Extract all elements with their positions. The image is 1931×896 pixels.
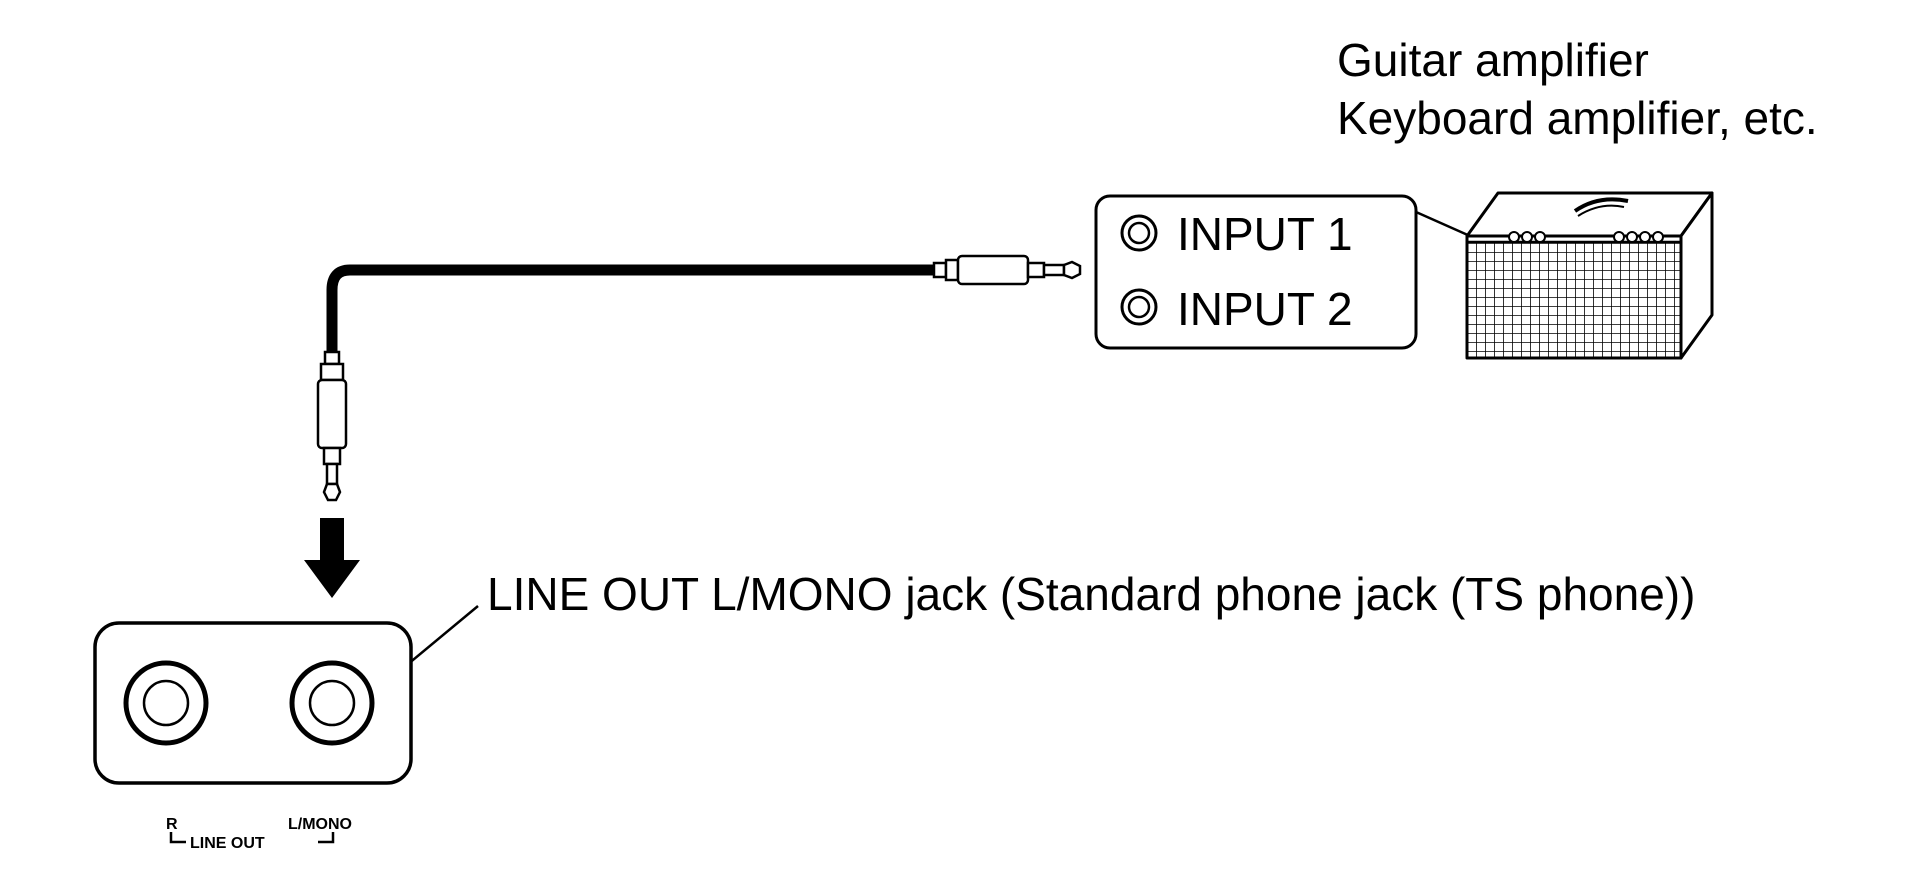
input-2-jack-icon: [1120, 288, 1158, 326]
input-1-jack-icon: [1120, 214, 1158, 252]
line-out-callout-label: LINE OUT L/MONO jack (Standard phone jac…: [487, 568, 1695, 620]
jack-r-label: R: [166, 816, 178, 833]
input-1-label: INPUT 1: [1177, 208, 1353, 260]
phone-plug-amplifier-end: [932, 254, 1082, 286]
amplifier-label-line2: Keyboard amplifier, etc.: [1337, 92, 1818, 144]
phone-plug-line-out-end: [316, 350, 348, 502]
line-out-l-mono-jack-icon: [289, 660, 375, 746]
amplifier-icon: [1465, 191, 1714, 360]
amplifier-label-line1: Guitar amplifier: [1337, 34, 1649, 86]
line-out-group-bracket: [169, 832, 335, 844]
line-out-r-jack-icon: [123, 660, 209, 746]
input-leader-line: [1415, 210, 1471, 238]
line-out-group-label: LINE OUT: [190, 835, 265, 852]
line-out-panel: [93, 621, 413, 785]
input-2-label: INPUT 2: [1177, 283, 1353, 335]
insert-arrow-icon: [304, 518, 360, 598]
amplifier-input-callout: INPUT 1 INPUT 2: [1094, 194, 1418, 350]
audio-cable: [326, 264, 935, 353]
jack-l-mono-label: L/MONO: [288, 816, 352, 833]
